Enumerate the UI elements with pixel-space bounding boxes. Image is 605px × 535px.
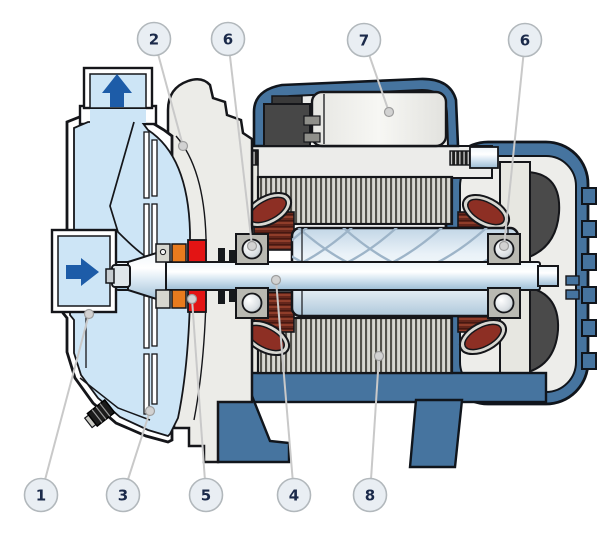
- callout-4: 4: [276, 477, 312, 513]
- seal-ring: [187, 239, 207, 263]
- capacitor: [310, 90, 448, 148]
- callout-5-label: 5: [201, 487, 211, 505]
- cover-rib-tab: [565, 289, 580, 300]
- callout-6a-label: 6: [223, 31, 233, 49]
- terminal-block: [263, 95, 321, 147]
- callout-6b: 6: [507, 22, 543, 58]
- terminal-box: [252, 77, 460, 148]
- pump-foot: [214, 394, 291, 464]
- flow-up-arrow-icon: [102, 74, 132, 107]
- callout-6a: 6: [210, 21, 246, 57]
- collar-water: [90, 109, 146, 123]
- tie-bolt-right: [449, 146, 499, 169]
- callout-8: 8: [352, 477, 388, 513]
- leader-dots: [83, 106, 510, 417]
- callout-7-label: 7: [359, 32, 369, 50]
- callout-4-label: 4: [289, 487, 299, 505]
- motor-foot: [408, 398, 464, 469]
- callout-2-label: 2: [149, 31, 159, 49]
- ball-bearing-left: [235, 233, 269, 319]
- stator-laminations-bottom: [256, 316, 454, 375]
- suction-flange: [50, 228, 118, 314]
- drain-plug: [83, 398, 116, 429]
- callout-5: 5: [188, 477, 224, 513]
- leader-lines: [40, 38, 526, 496]
- callout-7: 7: [346, 22, 382, 58]
- callout-6b-label: 6: [520, 32, 530, 50]
- callout-3: 3: [105, 477, 141, 513]
- bolt-boss: [469, 146, 499, 169]
- callout-2: 2: [136, 21, 172, 57]
- callout-1-label: 1: [36, 487, 46, 505]
- seal-spring: [171, 243, 187, 263]
- seal-spring: [171, 289, 187, 309]
- bolt-thread: [449, 150, 471, 166]
- motor-shaft: [115, 261, 559, 291]
- callout-1: 1: [23, 477, 59, 513]
- shaft-fan-end: [537, 265, 559, 287]
- fan-cover-ribs: [581, 187, 597, 370]
- impeller: [143, 131, 158, 415]
- impeller-nut-tip: [105, 268, 115, 284]
- cover-rib-tab: [565, 275, 580, 286]
- callout-3-label: 3: [118, 487, 128, 505]
- callout-8-label: 8: [365, 487, 375, 505]
- flow-right-arrow-icon: [66, 258, 99, 286]
